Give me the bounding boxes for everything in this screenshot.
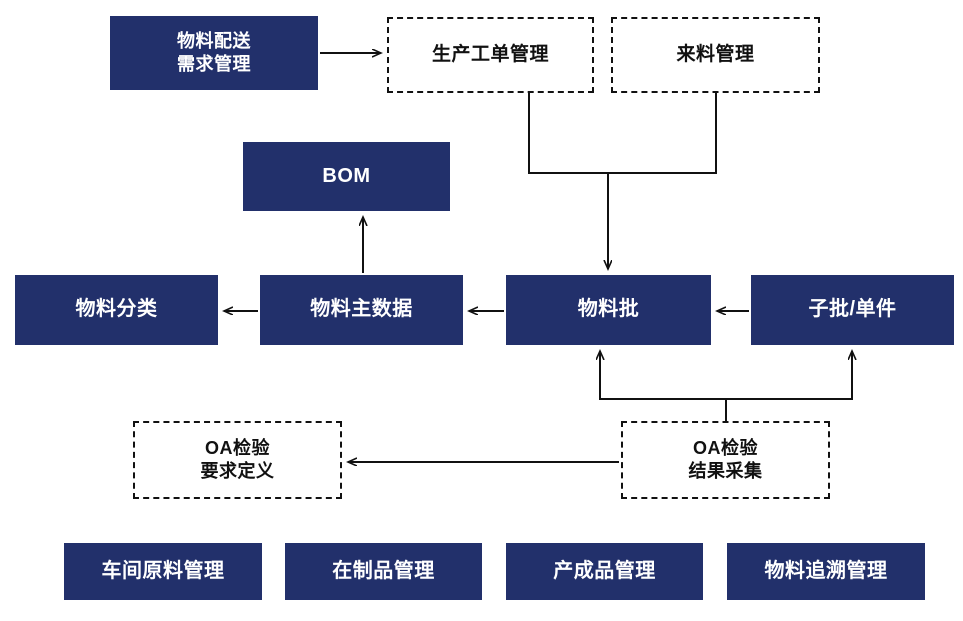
connector-oaresult-to-subbatch (725, 351, 852, 421)
node-production_work_order[interactable]: 生产工单管理 (387, 17, 594, 93)
node-label: 来料管理 (676, 43, 755, 65)
node-oa_inspection_requirement[interactable]: OA检验 要求定义 (133, 421, 342, 499)
node-label: 物料分类 (75, 298, 158, 321)
node-material_batch[interactable]: 物料批 (506, 275, 711, 345)
node-label: 物料主数据 (310, 298, 413, 321)
node-label: 物料配送 需求管理 (177, 30, 251, 74)
node-incoming_material[interactable]: 来料管理 (611, 17, 820, 93)
node-label: BOM (322, 164, 371, 187)
node-label: 生产工单管理 (431, 43, 549, 65)
node-material_traceability[interactable]: 物料追溯管理 (727, 543, 925, 600)
node-label: OA检验 要求定义 (200, 437, 275, 481)
connector-workorder-and-incoming-to-batch (528, 93, 717, 174)
node-material_category[interactable]: 物料分类 (15, 275, 218, 345)
connector-oaresult-to-batch (600, 351, 727, 421)
node-material_master_data[interactable]: 物料主数据 (260, 275, 463, 345)
node-label: 车间原料管理 (101, 559, 225, 582)
node-label: 物料追溯管理 (764, 559, 888, 582)
node-bom[interactable]: BOM (243, 142, 450, 211)
node-workshop_raw_material[interactable]: 车间原料管理 (64, 543, 262, 600)
node-label: 子批/单件 (808, 298, 897, 321)
node-sub_batch_unit[interactable]: 子批/单件 (751, 275, 954, 345)
node-oa_inspection_result[interactable]: OA检验 结果采集 (621, 421, 830, 499)
node-label: OA检验 结果采集 (688, 437, 763, 481)
node-label: 在制品管理 (332, 559, 435, 582)
node-label: 产成品管理 (553, 559, 656, 582)
node-label: 物料批 (577, 298, 640, 321)
node-finished_goods[interactable]: 产成品管理 (506, 543, 703, 600)
node-wip_management[interactable]: 在制品管理 (285, 543, 482, 600)
node-material_delivery_demand[interactable]: 物料配送 需求管理 (110, 16, 318, 90)
